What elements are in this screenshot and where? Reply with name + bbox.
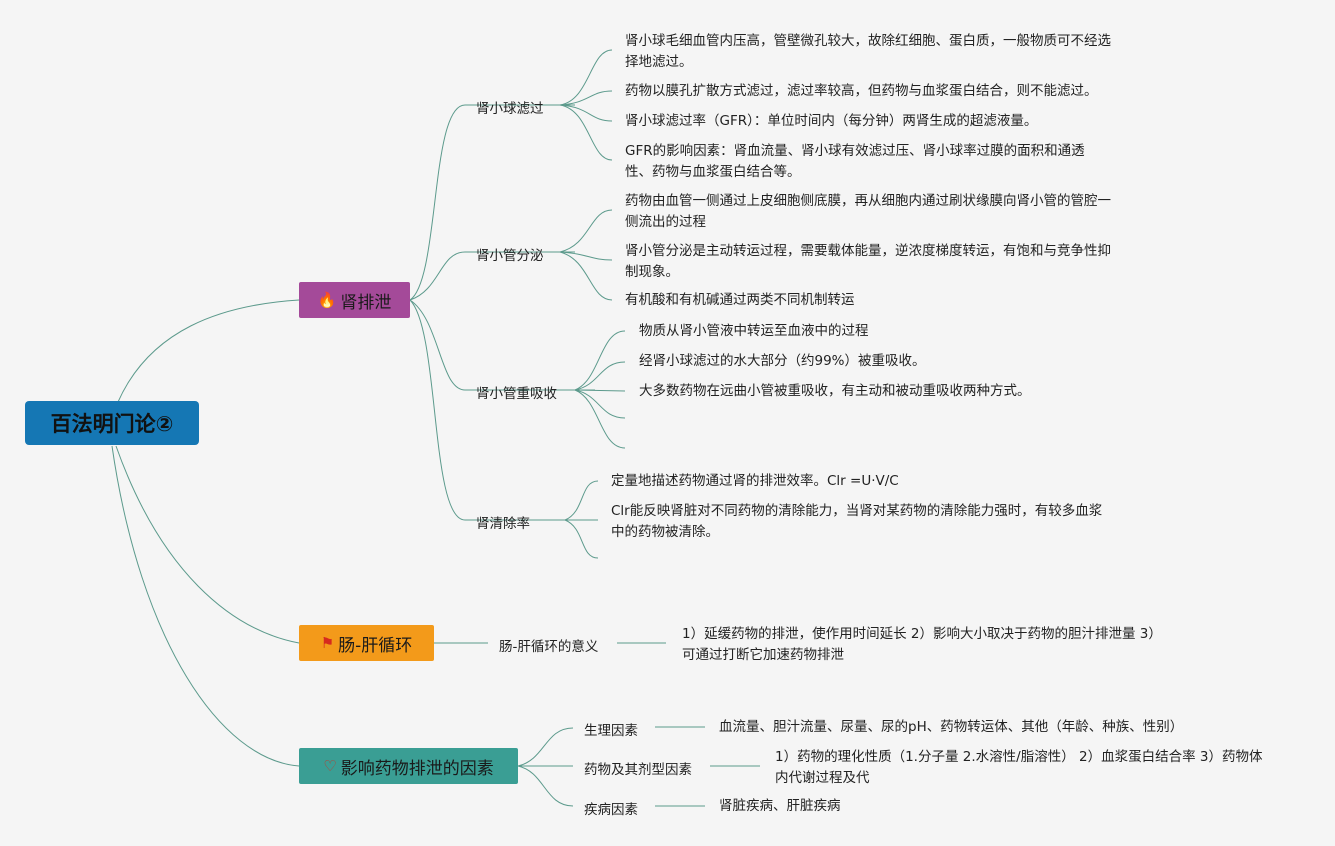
fire-icon: 🔥 [317,291,337,309]
leaf-secretion-1[interactable]: 药物由血管一侧通过上皮细胞侧底膜，再从细胞内通过刷状缘膜向肾小管的管腔一侧流出的… [625,193,1111,230]
leaf-reabsorption-3[interactable]: 大多数药物在远曲小管被重吸收，有主动和被动重吸收两种方式。 [639,383,1031,399]
heart-icon: ♡ [323,757,337,775]
topic-kidney-excretion[interactable]: 🔥 肾排泄 [299,282,410,318]
leaf-secretion-3[interactable]: 有机酸和有机碱通过两类不同机制转运 [625,292,855,308]
leaf-clearance-2[interactable]: Clr能反映肾脏对不同药物的清除能力，当肾对某药物的清除能力强时，有较多血浆中的… [611,503,1103,540]
root-title: 百法明门论② [50,412,174,436]
connector-kidney-glomerular [409,104,466,301]
connector-root-kidney [117,299,300,403]
leaf-reabsorption-1[interactable]: 物质从肾小管液中转运至血液中的过程 [639,323,869,339]
leaf-disease[interactable]: 肾脏疾病、肝脏疾病 [719,798,841,814]
connector-kidney-clearance [409,299,466,521]
leaf-glomerular-1[interactable]: 肾小球毛细血管内压高，管壁微孔较大，故除红细胞、蛋白质，一般物质可不经选择地滤过… [625,33,1111,70]
root-topic[interactable]: 百法明门论② [25,401,199,445]
subtopic-drug-dosage[interactable]: 药物及其剂型因素 [584,762,692,778]
leaf-secretion-2[interactable]: 肾小管分泌是主动转运过程，需要载体能量，逆浓度梯度转运，有饱和与竞争性抑制现象。 [625,243,1111,280]
subtopic-glomerular[interactable]: 肾小球滤过 [476,101,544,117]
leaf-glomerular-3[interactable]: 肾小球滤过率（GFR）：单位时间内（每分钟）两肾生成的超滤液量。 [625,113,1038,129]
topic-enterohepatic[interactable]: ⚑ 肠-肝循环 [299,625,434,661]
leaf-glomerular-2[interactable]: 药物以膜孔扩散方式滤过，滤过率较高，但药物与血浆蛋白结合，则不能滤过。 [625,83,1098,99]
connector-kidney-secretion [409,251,466,301]
flag-icon: ⚑ [320,634,335,652]
leaf-glomerular-4[interactable]: GFR的影响因素：肾血流量、肾小球有效滤过压、肾小球率过膜的面积和通透性、药物与… [625,143,1085,180]
leaf-drug-dosage[interactable]: 1）药物的理化性质（1.分子量 2.水溶性/脂溶性） 2）血浆蛋白结合率 3）药… [775,749,1263,786]
leaf-physiological[interactable]: 血流量、胆汁流量、尿量、尿的pH、药物转运体、其他（年龄、种族、性别） [719,719,1184,735]
topic-entero-title: 肠-肝循环 [338,635,413,656]
topic-kidney-title: 肾排泄 [340,292,392,313]
topic-factors-title: 影响药物排泄的因素 [340,758,494,779]
subtopic-physiological[interactable]: 生理因素 [584,723,638,739]
leaf-reabsorption-2[interactable]: 经肾小球滤过的水大部分（约99%）被重吸收。 [639,353,926,369]
leaf-entero-meaning[interactable]: 1）延缓药物的排泄，使作用时间延长 2）影响大小取决于药物的胆汁排泄量 3）可通… [682,626,1162,663]
subtopic-reabsorption[interactable]: 肾小管重吸收 [476,386,557,402]
connector-root-entero [115,445,300,644]
subtopic-secretion[interactable]: 肾小管分泌 [476,248,544,264]
connector-root-factors [111,445,300,767]
connector-kidney-reabsorption [409,299,466,391]
subtopic-clearance[interactable]: 肾清除率 [476,516,530,532]
topic-factors[interactable]: ♡ 影响药物排泄的因素 [299,748,518,784]
subtopic-entero-meaning[interactable]: 肠-肝循环的意义 [499,639,599,655]
leaf-clearance-1[interactable]: 定量地描述药物通过肾的排泄效率。Clr =U·V/C [611,473,899,489]
subtopic-disease[interactable]: 疾病因素 [584,802,638,818]
